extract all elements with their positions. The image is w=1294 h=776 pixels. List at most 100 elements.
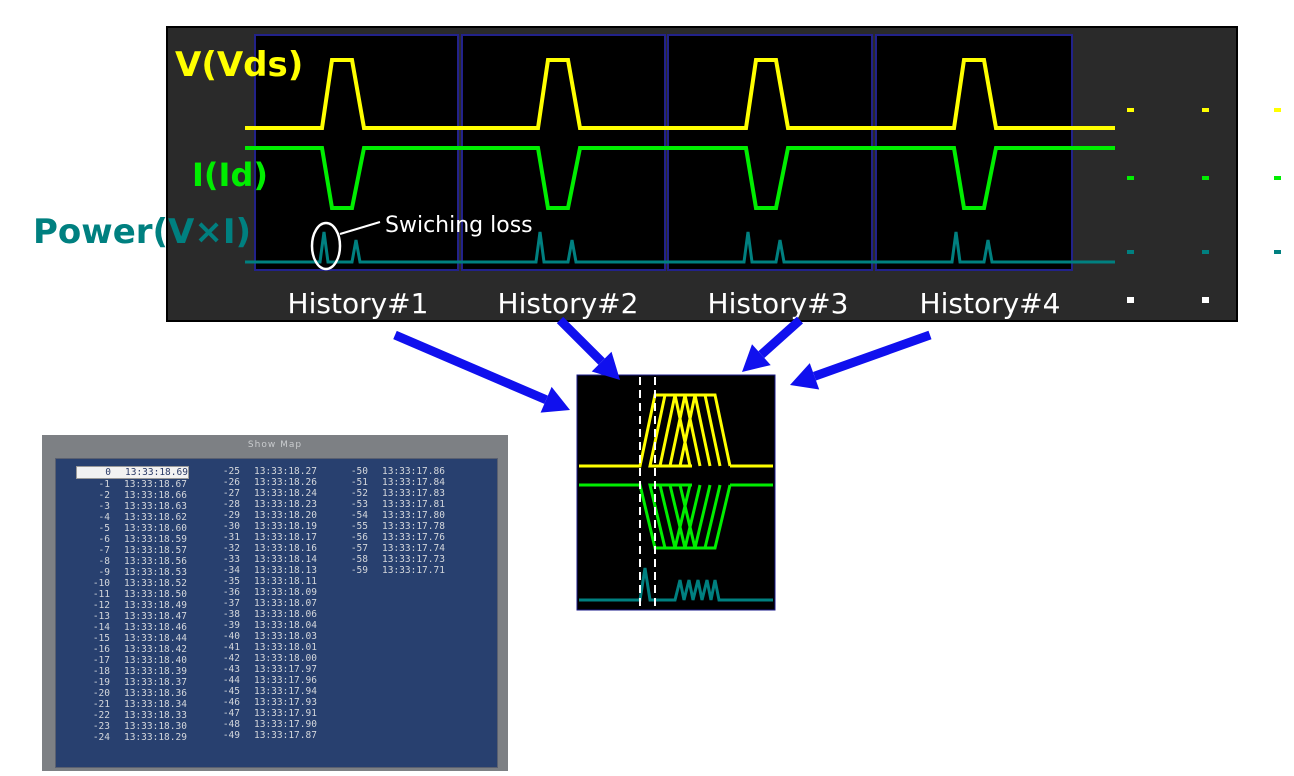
history-timestamp: 13:33:17.80 [382, 510, 445, 521]
continuation-dot [1202, 176, 1209, 180]
history-index: -26 [222, 477, 240, 488]
history-index: -9 [98, 567, 110, 578]
history-timestamp: 13:33:18.34 [124, 699, 187, 710]
history-timestamp: 13:33:18.27 [254, 466, 317, 477]
history-index: -5 [98, 523, 110, 534]
continuation-dot [1202, 250, 1209, 254]
history-timestamp: 13:33:18.42 [124, 644, 187, 655]
history-row[interactable]: -16 13:33:18.42 [76, 644, 189, 655]
history-index: -49 [222, 730, 240, 741]
history-index: -6 [98, 534, 110, 545]
history-index: -16 [92, 644, 110, 655]
current-waveform [245, 146, 1115, 210]
history-panel-2 [461, 34, 666, 271]
history-timestamp: 13:33:18.20 [254, 510, 317, 521]
history-index: -35 [222, 576, 240, 587]
arrowhead-icon [591, 351, 620, 380]
history-timestamp: 13:33:17.78 [382, 521, 445, 532]
history-index: -22 [92, 710, 110, 721]
arrow-history-1 [393, 330, 548, 404]
history-index: -47 [222, 708, 240, 719]
history-index: -59 [350, 565, 368, 576]
history-timestamp: 13:33:18.67 [124, 479, 187, 490]
power-waveform [245, 231, 1115, 264]
history-index: -15 [92, 633, 110, 644]
history-list-title: Show Map [247, 440, 303, 450]
history-index: -2 [98, 490, 110, 501]
history-index: -18 [92, 666, 110, 677]
history-index: -19 [92, 677, 110, 688]
arrowhead-icon [540, 386, 570, 413]
history-panel-4 [875, 34, 1073, 271]
continuation-dot [1202, 297, 1209, 303]
history-index: -50 [350, 466, 368, 477]
history-timestamp: 13:33:18.36 [124, 688, 187, 699]
history-timestamp: 13:33:18.14 [254, 554, 317, 565]
history-index: -40 [222, 631, 240, 642]
history-timestamp: 13:33:18.16 [254, 543, 317, 554]
history-panel-3 [667, 34, 873, 271]
history-timestamp: 13:33:18.56 [124, 556, 187, 567]
continuation-dot [1274, 250, 1281, 254]
